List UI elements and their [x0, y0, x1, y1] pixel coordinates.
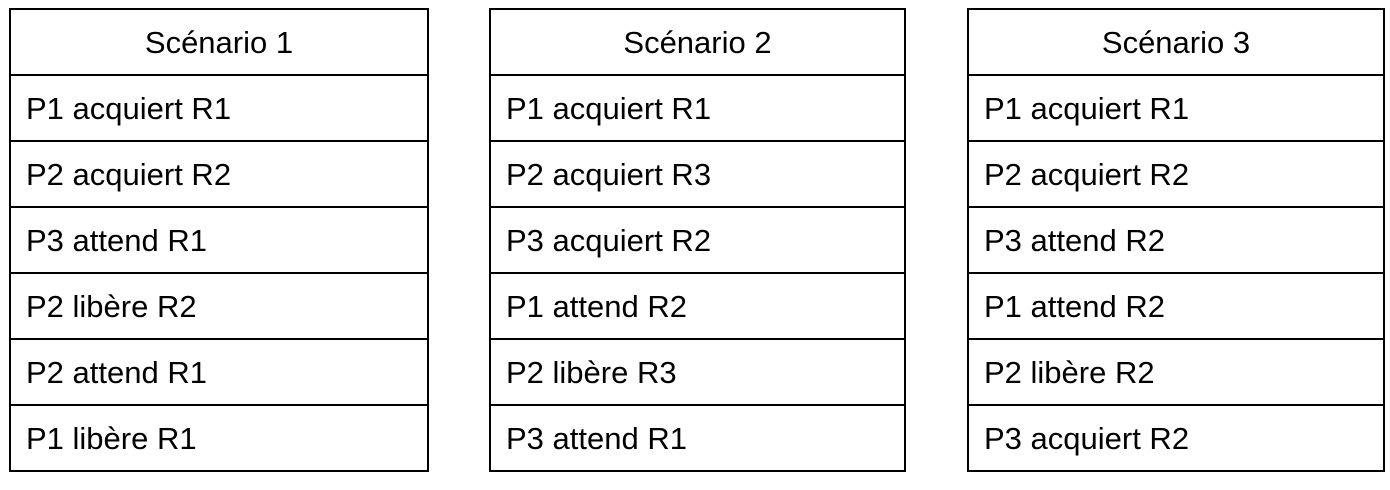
table-row: P2 acquiert R2	[967, 140, 1385, 208]
scenario-3-table: Scénario 3 P1 acquiert R1 P2 acquiert R2…	[967, 8, 1385, 472]
scenario-step: P3 attend R1	[9, 206, 429, 274]
table-row: P3 attend R1	[489, 404, 906, 472]
table-row: P3 acquiert R2	[967, 404, 1385, 472]
table-row: P1 attend R2	[489, 272, 906, 340]
scenario-step: P3 acquiert R2	[967, 404, 1385, 472]
scenario-step: P1 acquiert R1	[967, 74, 1385, 142]
table-row: P1 acquiert R1	[967, 74, 1385, 142]
table-header-row: Scénario 2	[489, 8, 906, 76]
scenario-step: P2 libère R2	[967, 338, 1385, 406]
table-row: P3 acquiert R2	[489, 206, 906, 274]
scenario-step: P2 libère R3	[489, 338, 906, 406]
table-row: P3 attend R1	[9, 206, 429, 274]
table-row: P2 attend R1	[9, 338, 429, 406]
scenario-step: P2 acquiert R2	[967, 140, 1385, 208]
scenario-step: P1 libère R1	[9, 404, 429, 472]
scenario-step: P1 acquiert R1	[489, 74, 906, 142]
scenario-step: P1 attend R2	[489, 272, 906, 340]
table-row: P2 acquiert R3	[489, 140, 906, 208]
scenario-step: P1 attend R2	[967, 272, 1385, 340]
scenario-title: Scénario 1	[9, 8, 429, 76]
table-header-row: Scénario 3	[967, 8, 1385, 76]
table-header-row: Scénario 1	[9, 8, 429, 76]
scenario-step: P1 acquiert R1	[9, 74, 429, 142]
scenario-step: P2 acquiert R2	[9, 140, 429, 208]
table-row: P2 libère R2	[9, 272, 429, 340]
scenario-1-table: Scénario 1 P1 acquiert R1 P2 acquiert R2…	[9, 8, 429, 472]
table-row: P2 libère R2	[967, 338, 1385, 406]
scenario-step: P3 attend R1	[489, 404, 906, 472]
table-row: P1 attend R2	[967, 272, 1385, 340]
scenario-step: P3 acquiert R2	[489, 206, 906, 274]
table-row: P2 acquiert R2	[9, 140, 429, 208]
scenario-step: P2 attend R1	[9, 338, 429, 406]
table-row: P1 acquiert R1	[9, 74, 429, 142]
table-row: P1 acquiert R1	[489, 74, 906, 142]
scenario-step: P3 attend R2	[967, 206, 1385, 274]
scenario-step: P2 acquiert R3	[489, 140, 906, 208]
table-row: P3 attend R2	[967, 206, 1385, 274]
table-row: P1 libère R1	[9, 404, 429, 472]
scenario-title: Scénario 2	[489, 8, 906, 76]
scenario-title: Scénario 3	[967, 8, 1385, 76]
table-row: P2 libère R3	[489, 338, 906, 406]
scenario-2-table: Scénario 2 P1 acquiert R1 P2 acquiert R3…	[489, 8, 906, 472]
scenario-step: P2 libère R2	[9, 272, 429, 340]
